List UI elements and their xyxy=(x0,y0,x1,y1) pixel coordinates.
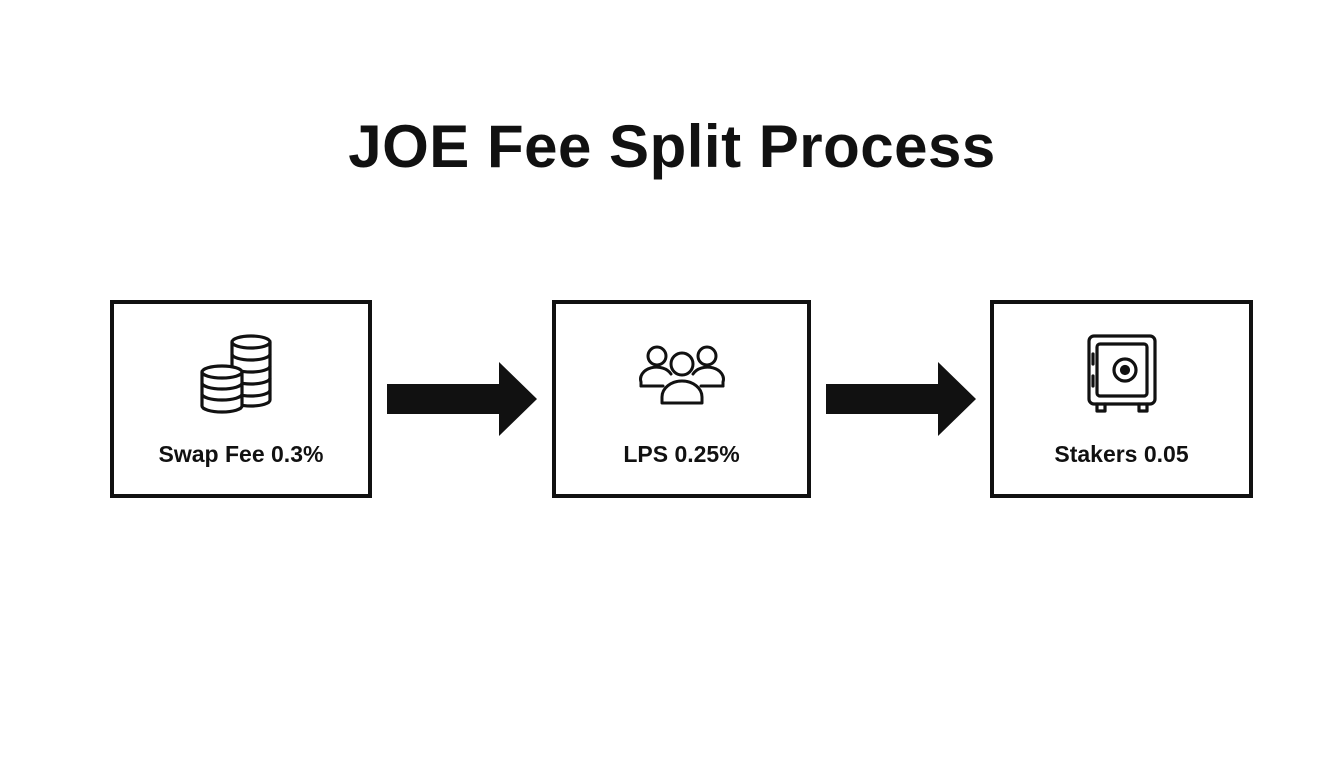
safe-vault-icon xyxy=(1086,334,1157,413)
diagram-title: JOE Fee Split Process xyxy=(348,113,996,180)
step-label-swap-fee: Swap Fee 0.3% xyxy=(158,441,324,467)
right-arrow-icon xyxy=(826,362,976,436)
step-label-lps: LPS 0.25% xyxy=(623,441,740,467)
step-label-stakers: Stakers 0.05 xyxy=(1054,441,1189,467)
right-arrow-icon xyxy=(387,362,537,436)
step-box-swap-fee: Swap Fee 0.3% xyxy=(110,300,372,498)
step-box-stakers: Stakers 0.05 xyxy=(990,300,1253,498)
users-group-icon xyxy=(638,345,725,405)
coins-stack-icon xyxy=(200,334,272,414)
step-box-lps: LPS 0.25% xyxy=(552,300,811,498)
